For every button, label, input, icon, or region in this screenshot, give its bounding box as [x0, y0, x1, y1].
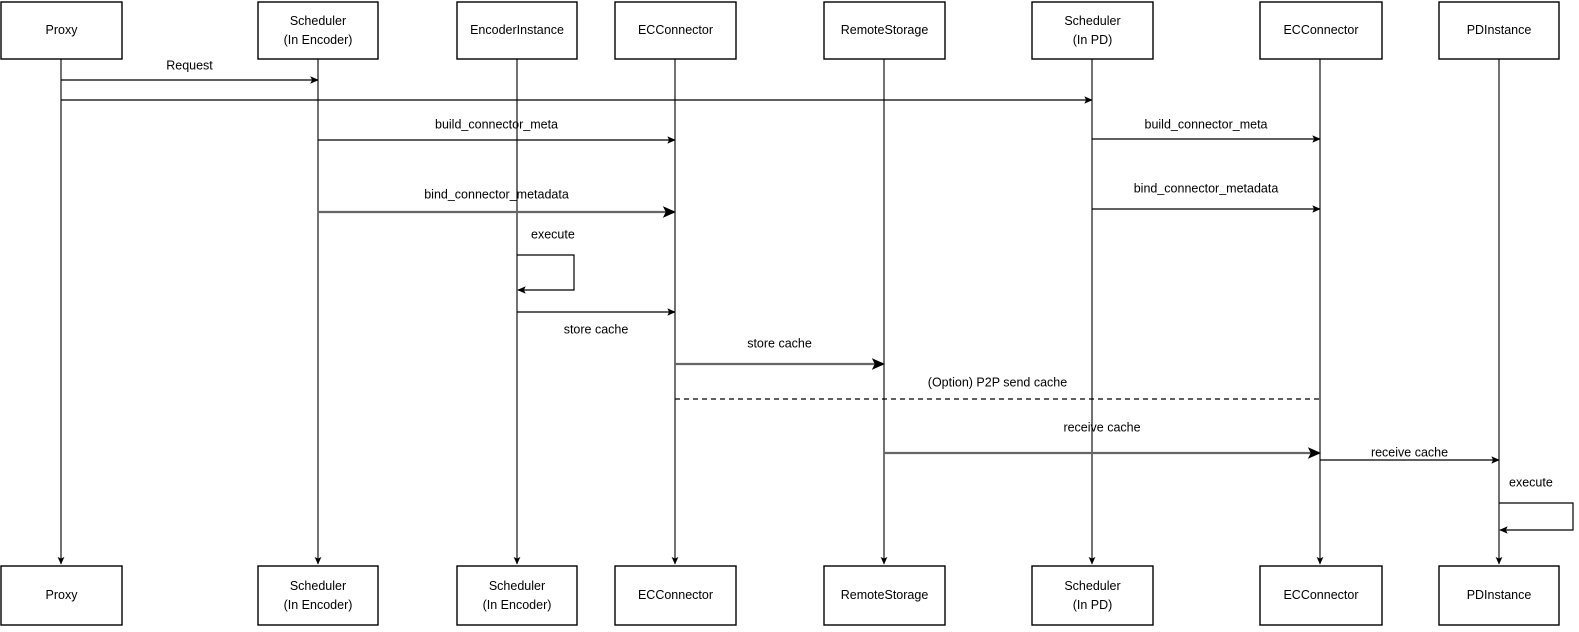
message-m6: bind_connector_metadata	[1092, 181, 1321, 213]
message-label-m7: store cache	[564, 322, 629, 336]
bottom-participant-box-sched_enc[interactable]: Scheduler (In Encoder)	[257, 565, 379, 626]
top-participant-sublabel-sched_enc: (In Encoder)	[284, 33, 353, 47]
message-m8: store cache	[675, 336, 886, 370]
bottom-participant-box-remote_store[interactable]: RemoteStorage	[823, 565, 946, 626]
message-label-m11: receive cache	[1371, 445, 1448, 459]
bottom-participant-label-ecconn_left: ECConnector	[638, 588, 713, 602]
bottom-participant-box-proxy[interactable]: Proxy	[0, 565, 123, 626]
self-message-s2: execute	[1499, 475, 1574, 534]
lifelines-layer	[57, 59, 1503, 565]
top-participant-box-encoder_inst[interactable]: EncoderInstance	[456, 1, 578, 60]
message-label-m5: bind_connector_metadata	[424, 187, 569, 201]
message-label-m6: bind_connector_metadata	[1134, 181, 1279, 195]
bottom-participant-label-sched_enc: Scheduler	[290, 579, 346, 593]
top-participant-label-sched_pd: Scheduler	[1064, 14, 1120, 28]
top-participant-label-sched_enc: Scheduler	[290, 14, 346, 28]
bottom-participant-label-encoder_inst: Scheduler	[489, 579, 545, 593]
bottom-participant-label-ecconn_right: ECConnector	[1283, 588, 1358, 602]
top-participant-label-encoder_inst: EncoderInstance	[470, 23, 564, 37]
top-participant-label-ecconn_left: ECConnector	[638, 23, 713, 37]
top-participant-label-pd_inst: PDInstance	[1467, 23, 1532, 37]
bottom-participant-label-remote_store: RemoteStorage	[841, 588, 929, 602]
message-label-m1: Request	[166, 58, 213, 72]
message-label-m10: receive cache	[1063, 420, 1140, 434]
messages-layer: Request build_connector_meta build_connect…	[61, 58, 1500, 464]
bottom-participant-label-sched_pd: Scheduler	[1064, 579, 1120, 593]
bottom-participant-label-proxy: Proxy	[46, 588, 79, 602]
top-participant-box-pd_inst[interactable]: PDInstance	[1438, 1, 1560, 60]
bottom-participant-box-encoder_inst[interactable]: Scheduler (In Encoder)	[456, 565, 578, 626]
bottom-participant-sublabel-encoder_inst: (In Encoder)	[483, 598, 552, 612]
top-participant-label-proxy: Proxy	[46, 23, 79, 37]
top-participant-box-ecconn_right[interactable]: ECConnector	[1259, 1, 1383, 60]
top-participant-box-proxy[interactable]: Proxy	[0, 1, 123, 60]
top-participant-sublabel-sched_pd: (In PD)	[1073, 33, 1113, 47]
message-m10: receive cache	[884, 420, 1322, 459]
bottom-participant-sublabel-sched_pd: (In PD)	[1073, 598, 1113, 612]
bottom-participant-box-ecconn_right[interactable]: ECConnector	[1259, 565, 1383, 626]
message-m4: build_connector_meta	[1092, 117, 1321, 143]
header-boxes-layer: Proxy Scheduler (In Encoder) EncoderInstanc…	[0, 1, 1560, 60]
top-participant-label-ecconn_right: ECConnector	[1283, 23, 1358, 37]
bottom-participant-box-pd_inst[interactable]: PDInstance	[1438, 565, 1560, 626]
self-messages-layer: execute execute	[517, 227, 1574, 534]
message-label-m3: build_connector_meta	[435, 117, 558, 131]
message-m1: Request	[61, 58, 319, 84]
self-message-s1: execute	[517, 227, 575, 294]
bottom-participant-box-ecconn_left[interactable]: ECConnector	[614, 565, 737, 626]
top-participant-box-sched_pd[interactable]: Scheduler (In PD)	[1031, 1, 1154, 60]
message-m3: build_connector_meta	[318, 117, 676, 144]
message-m7: store cache	[517, 308, 676, 336]
bottom-participant-box-sched_pd[interactable]: Scheduler (In PD)	[1031, 565, 1154, 626]
top-participant-box-sched_enc[interactable]: Scheduler (In Encoder)	[257, 1, 379, 60]
self-message-label-s1: execute	[531, 227, 575, 241]
message-label-m9: (Option) P2P send cache	[928, 375, 1067, 389]
footer-boxes-layer: Proxy Scheduler (In Encoder) Scheduler (In E…	[0, 565, 1560, 626]
top-participant-box-ecconn_left[interactable]: ECConnector	[614, 1, 737, 60]
top-participant-box-remote_store[interactable]: RemoteStorage	[823, 1, 946, 60]
message-label-m4: build_connector_meta	[1145, 117, 1268, 131]
message-label-m8: store cache	[747, 336, 812, 350]
message-m5: bind_connector_metadata	[318, 187, 677, 218]
message-m11: receive cache	[1320, 445, 1500, 464]
top-participant-label-remote_store: RemoteStorage	[841, 23, 929, 37]
self-message-label-s2: execute	[1509, 475, 1553, 489]
bottom-participant-label-pd_inst: PDInstance	[1467, 588, 1532, 602]
bottom-participant-sublabel-sched_enc: (In Encoder)	[284, 598, 353, 612]
message-m9: (Option) P2P send cache	[675, 375, 1320, 400]
